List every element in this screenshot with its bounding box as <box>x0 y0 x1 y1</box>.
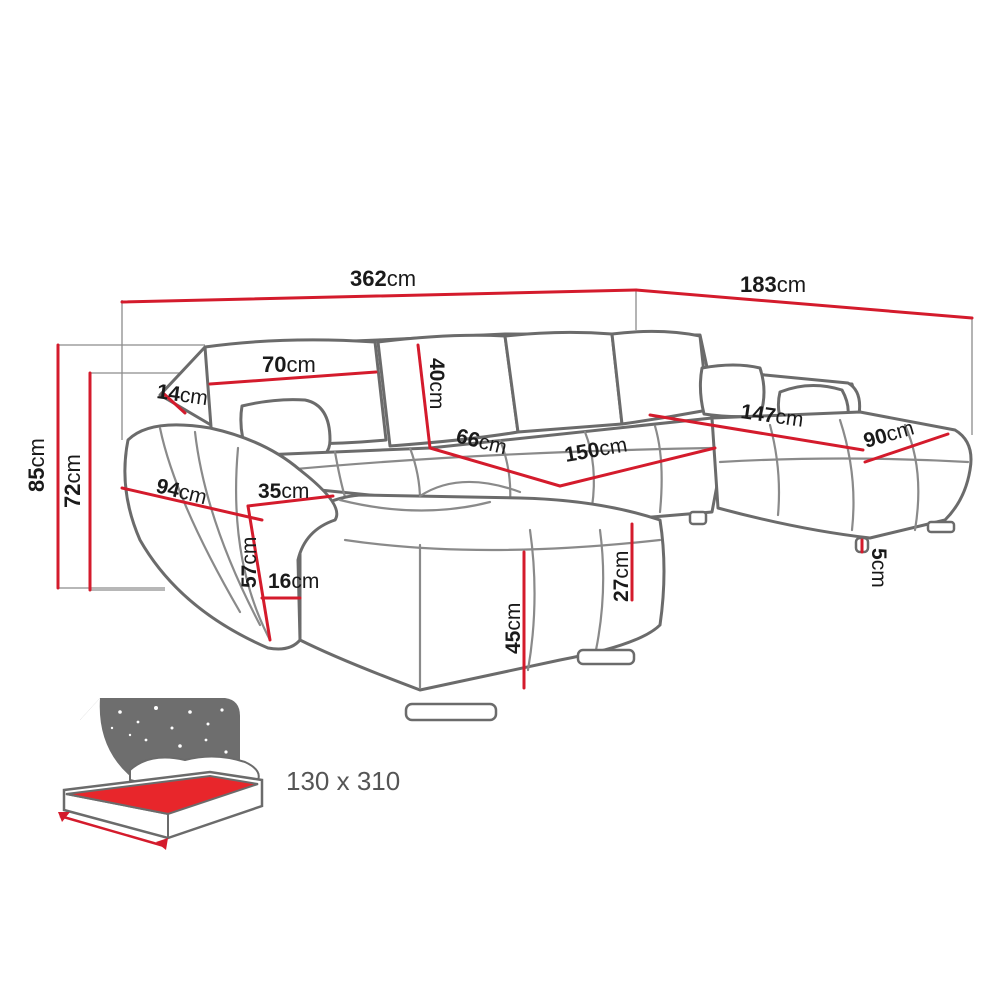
front-chaise <box>298 493 666 692</box>
sofa-foot-3 <box>688 510 708 526</box>
left-armrest <box>123 423 339 651</box>
seat-147-line <box>648 413 865 452</box>
label-147: 147cm <box>739 400 805 432</box>
width-guides <box>120 288 974 440</box>
bed-size-label: 130 x 310 <box>286 766 400 796</box>
back-cushion-4 <box>610 329 710 426</box>
label-66: 66cm <box>454 425 509 460</box>
label-70: 70cm <box>262 352 316 377</box>
label-72: 72cm <box>60 454 85 508</box>
label-16: 16cm <box>268 570 319 593</box>
width-183-line <box>634 288 974 320</box>
length-94-line <box>120 486 264 522</box>
sofa <box>123 329 973 722</box>
sofa-foot-4 <box>926 520 956 534</box>
label-5: 5cm <box>867 548 890 588</box>
sleep-function-icon: 130 x 310 <box>58 698 400 850</box>
label-27: 27cm <box>610 551 633 602</box>
label-14: 14cm <box>155 380 209 410</box>
back-40-line <box>416 343 432 450</box>
armrest-35-line <box>246 494 335 508</box>
label-35: 35cm <box>258 480 309 503</box>
width-362-line <box>120 288 638 304</box>
measure-lines <box>120 343 950 690</box>
seat-66-line <box>428 446 562 488</box>
armrest-14-line <box>161 391 187 415</box>
pillow-70-line <box>208 370 378 386</box>
right-seat <box>710 410 973 540</box>
back-cushion-3 <box>503 330 624 434</box>
sofa-foot-2 <box>576 648 636 666</box>
label-362: 362cm <box>350 266 416 291</box>
label-45: 45cm <box>502 603 525 654</box>
label-183: 183cm <box>740 272 806 297</box>
armrest-57-line <box>246 504 272 642</box>
bed-length-arrow <box>59 814 165 848</box>
label-85: 85cm <box>24 438 49 492</box>
label-150: 150cm <box>563 433 629 467</box>
label-40: 40cm <box>425 358 448 409</box>
sofa-foot-1 <box>404 702 498 722</box>
seat-90-line <box>863 432 950 464</box>
seat-150-line <box>558 446 717 488</box>
label-57: 57cm <box>238 537 261 588</box>
height-guides <box>56 343 205 592</box>
stars-icon <box>110 706 228 772</box>
